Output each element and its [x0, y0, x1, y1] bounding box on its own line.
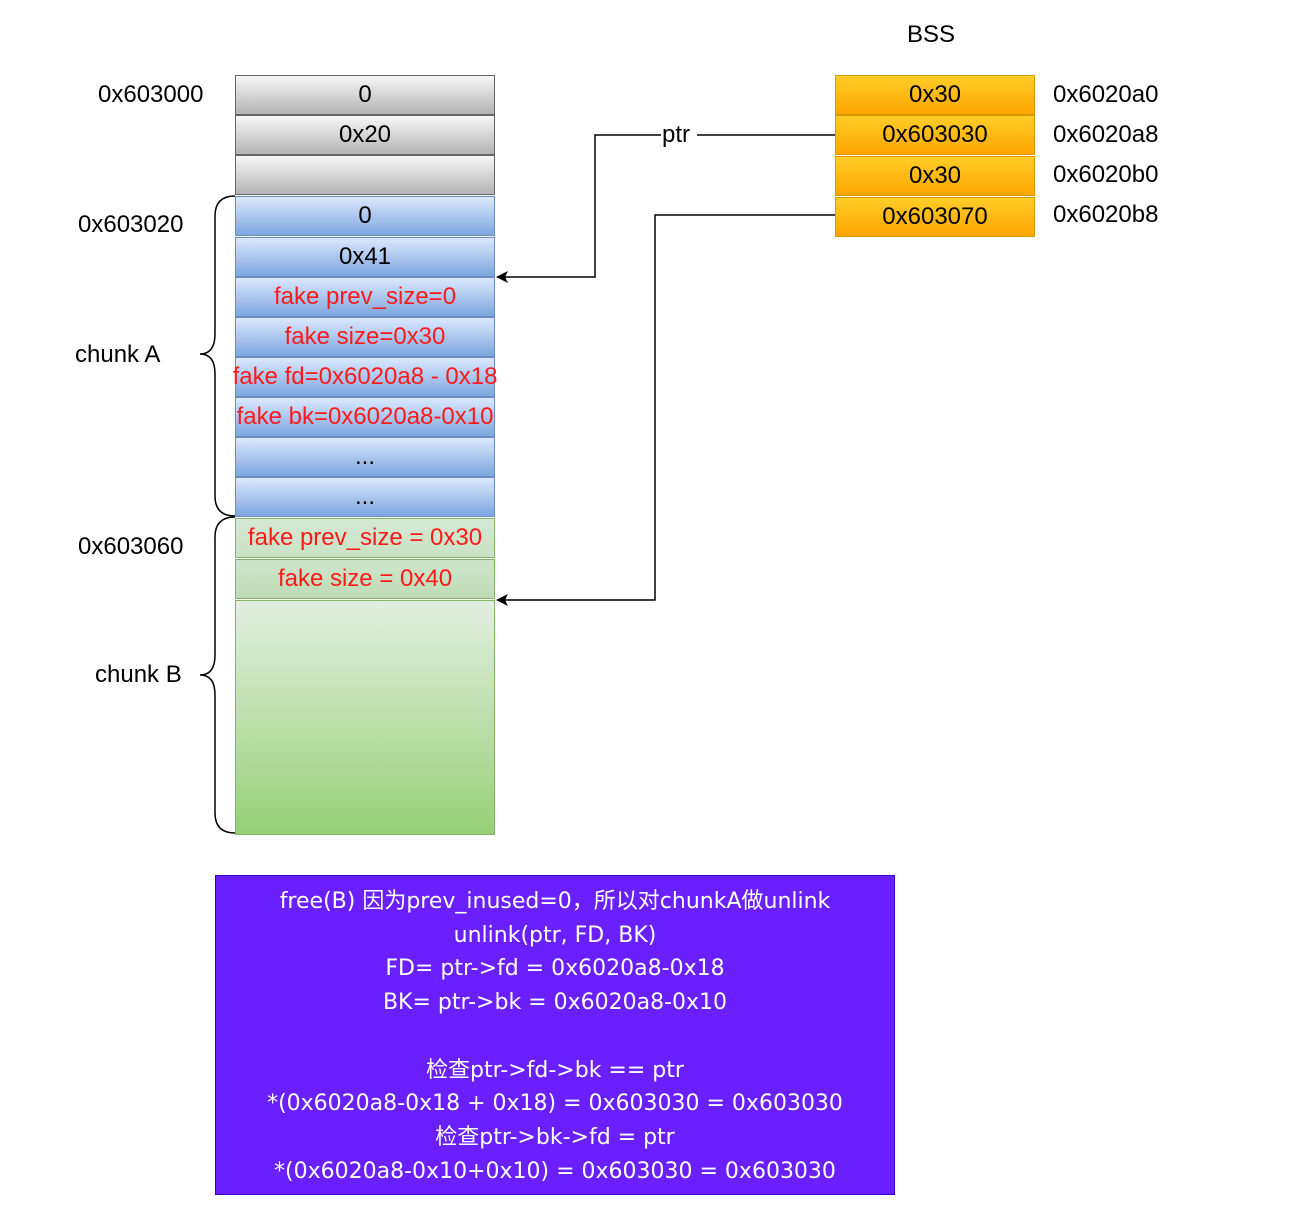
- chunk-b-body: [235, 600, 495, 835]
- note-line: free(B) 因为prev_inused=0，所以对chunkA做unlink: [279, 889, 831, 914]
- bss-cell: 0x30: [835, 156, 1035, 196]
- note-line: [216, 1020, 894, 1054]
- heap-cell: [235, 155, 495, 195]
- fake-chunk-field: fake size = 0x40: [235, 559, 495, 599]
- heap-cell: ...: [235, 477, 495, 517]
- heap-address-label: 0x603000: [98, 81, 204, 108]
- heap-cell: ...: [235, 437, 495, 477]
- bss-address-label: 0x6020b0: [1053, 161, 1159, 188]
- heap-address-label: 0x603060: [78, 533, 184, 560]
- fake-chunk-field: fake prev_size = 0x30: [235, 518, 495, 558]
- chunk-a-brace: [199, 195, 236, 517]
- heap-cell: 0x20: [235, 115, 495, 155]
- fake-chunk-field: fake bk=0x6020a8-0x10: [235, 397, 495, 437]
- ptr-label: ptr: [662, 121, 691, 149]
- heap-cell: 0: [235, 75, 495, 115]
- heap-address-label: 0x603020: [78, 211, 184, 238]
- note-line: 检查ptr->fd->bk == ptr: [426, 1057, 684, 1083]
- bss-address-label: 0x6020a0: [1053, 81, 1159, 108]
- heap-cell: 0x41: [235, 237, 495, 277]
- note-line: BK= ptr->bk = 0x6020a8-0x10: [382, 990, 728, 1016]
- chunk-b-brace: [199, 516, 236, 834]
- heap-cell: 0: [235, 196, 495, 236]
- bss-title: BSS: [907, 21, 956, 48]
- note-line: *(0x6020a8-0x18 + 0x18) = 0x603030 = 0x6…: [267, 1091, 843, 1117]
- fake-chunk-field: fake size=0x30: [235, 317, 495, 357]
- note-line: *(0x6020a8-0x10+0x10) = 0x603030 = 0x603…: [274, 1158, 836, 1184]
- note-line: 检查ptr->bk->fd = ptr: [435, 1124, 675, 1150]
- bss-cell: 0x603070: [835, 197, 1035, 237]
- chunk-b-arrow: [496, 214, 835, 606]
- ptr-arrow: [497, 134, 835, 277]
- bss-address-label: 0x6020b8: [1053, 201, 1159, 228]
- unlink-explanation-box: free(B) 因为prev_inused=0，所以对chunkA做unlink…: [215, 875, 895, 1195]
- chunk-b-label: chunk B: [95, 661, 182, 688]
- bss-cell: 0x603030: [835, 115, 1035, 155]
- bss-address-label: 0x6020a8: [1053, 121, 1159, 148]
- fake-chunk-field: fake fd=0x6020a8 - 0x18: [233, 357, 497, 397]
- note-line: FD= ptr->fd = 0x6020a8-0x18: [385, 956, 725, 982]
- note-line: unlink(ptr, FD, BK): [453, 922, 657, 948]
- bss-cell: 0x30: [835, 75, 1035, 115]
- chunk-a-label: chunk A: [75, 341, 161, 368]
- fake-chunk-field: fake prev_size=0: [235, 277, 495, 317]
